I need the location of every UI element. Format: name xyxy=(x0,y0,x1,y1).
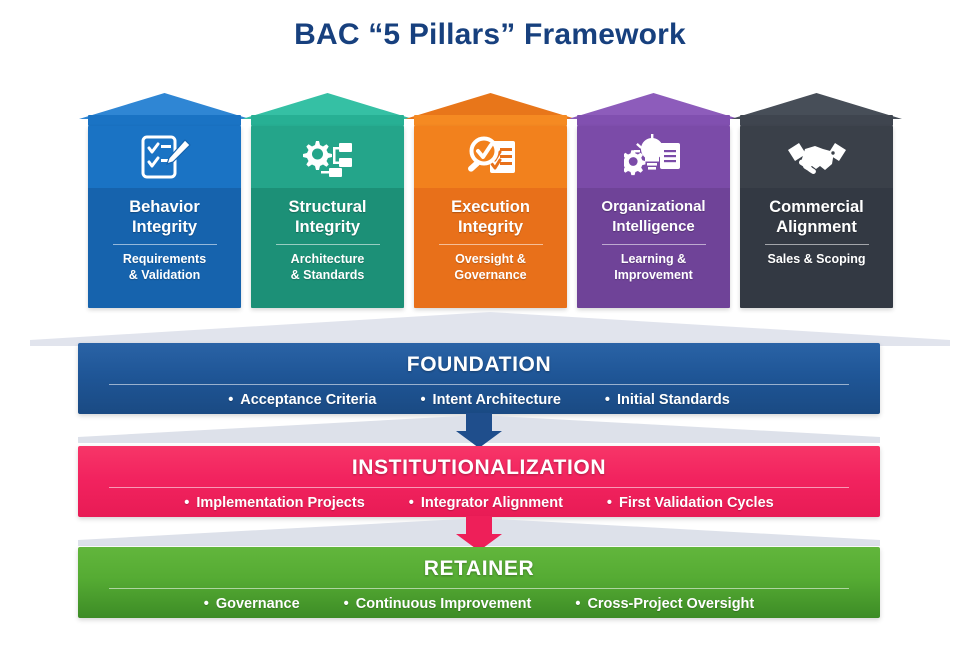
pillar-shaft: Structural Integrity Architecture & Stan… xyxy=(251,126,404,308)
pillar-commercial-alignment[interactable]: Commercial Alignment Sales & Scoping xyxy=(731,93,902,308)
pillars-row: Behavior Integrity Requirements & Valida… xyxy=(79,93,902,308)
pillar-cap xyxy=(414,115,567,126)
band-title: INSTITUTIONALIZATION xyxy=(351,456,607,479)
pillar-title: Commercial Alignment xyxy=(769,198,864,236)
band-item: Initial Standards xyxy=(605,392,730,408)
pillar-shaft: Behavior Integrity Requirements & Valida… xyxy=(88,126,241,308)
pillar-behavior-integrity[interactable]: Behavior Integrity Requirements & Valida… xyxy=(79,93,250,308)
lightbulb-gear-document-icon xyxy=(577,126,730,188)
band-item: Intent Architecture xyxy=(420,392,561,408)
pillars-to-foundation-connector xyxy=(30,310,950,346)
pillar-title: Organizational Intelligence xyxy=(601,198,706,235)
band-title: FOUNDATION xyxy=(406,353,552,376)
band-item: Implementation Projects xyxy=(184,495,364,511)
band-divider xyxy=(109,588,849,589)
band-item: Acceptance Criteria xyxy=(228,392,376,408)
pillar-roof xyxy=(405,93,576,119)
band-divider xyxy=(109,487,849,488)
band-items: Implementation Projects Integrator Align… xyxy=(78,495,880,517)
pillar-subtitle: Learning & Improvement xyxy=(614,252,693,282)
band-title: RETAINER xyxy=(423,557,535,580)
pillar-roof xyxy=(731,93,902,119)
band-items: Governance Continuous Improvement Cross-… xyxy=(78,596,880,618)
band-item: Continuous Improvement xyxy=(344,596,532,612)
band-foundation[interactable]: FOUNDATION Acceptance Criteria Intent Ar… xyxy=(78,343,880,414)
band-items: Acceptance Criteria Intent Architecture … xyxy=(78,392,880,414)
magnifier-checklist-icon xyxy=(414,126,567,188)
band-item: Integrator Alignment xyxy=(409,495,563,511)
foundation-to-institutionalization-arrow xyxy=(78,411,880,451)
pillar-title: Execution Integrity xyxy=(451,198,530,236)
pillar-text: Behavior Integrity Requirements & Valida… xyxy=(88,188,241,308)
pillar-divider xyxy=(112,244,217,245)
pillar-structural-integrity[interactable]: Structural Integrity Architecture & Stan… xyxy=(242,93,413,308)
pillar-divider xyxy=(601,244,706,245)
checklist-pencil-icon xyxy=(88,126,241,188)
band-institutionalization[interactable]: INSTITUTIONALIZATION Implementation Proj… xyxy=(78,446,880,517)
page-title: BAC “5 Pillars” Framework xyxy=(0,18,980,52)
pillar-subtitle: Architecture & Standards xyxy=(290,252,365,282)
pillar-execution-integrity[interactable]: Execution Integrity Oversight & Governan… xyxy=(405,93,576,308)
pillar-text: Structural Integrity Architecture & Stan… xyxy=(251,188,404,308)
band-item: First Validation Cycles xyxy=(607,495,774,511)
gear-network-icon xyxy=(251,126,404,188)
band-item: Cross-Project Oversight xyxy=(575,596,754,612)
handshake-icon xyxy=(740,126,893,188)
pillar-text: Execution Integrity Oversight & Governan… xyxy=(414,188,567,308)
pillar-subtitle: Sales & Scoping xyxy=(767,252,866,266)
pillar-title: Structural Integrity xyxy=(288,198,367,236)
pillar-shaft: Commercial Alignment Sales & Scoping xyxy=(740,126,893,308)
pillar-subtitle: Requirements & Validation xyxy=(122,252,207,282)
pillar-cap xyxy=(740,115,893,126)
pillar-roof xyxy=(568,93,739,119)
pillar-shaft: Execution Integrity Oversight & Governan… xyxy=(414,126,567,308)
pillar-text: Commercial Alignment Sales & Scoping xyxy=(740,188,893,308)
pillar-organizational-intelligence[interactable]: Organizational Intelligence Learning & I… xyxy=(568,93,739,308)
pillar-divider xyxy=(275,244,380,245)
pillar-text: Organizational Intelligence Learning & I… xyxy=(577,188,730,308)
band-divider xyxy=(109,384,849,385)
pillar-shaft: Organizational Intelligence Learning & I… xyxy=(577,126,730,308)
pillar-roof xyxy=(242,93,413,119)
institutionalization-to-retainer-arrow xyxy=(78,514,880,554)
band-item: Governance xyxy=(204,596,300,612)
pillar-roof xyxy=(79,93,250,119)
pillar-cap xyxy=(251,115,404,126)
pillar-divider xyxy=(438,244,543,245)
page-title-text: BAC “5 Pillars” Framework xyxy=(280,18,700,52)
pillar-subtitle: Oversight & Governance xyxy=(454,252,527,282)
pillar-cap xyxy=(577,115,730,126)
pillar-title: Behavior Integrity xyxy=(129,198,200,236)
band-retainer[interactable]: RETAINER Governance Continuous Improveme… xyxy=(78,547,880,618)
pillar-cap xyxy=(88,115,241,126)
pillar-divider xyxy=(764,244,869,245)
